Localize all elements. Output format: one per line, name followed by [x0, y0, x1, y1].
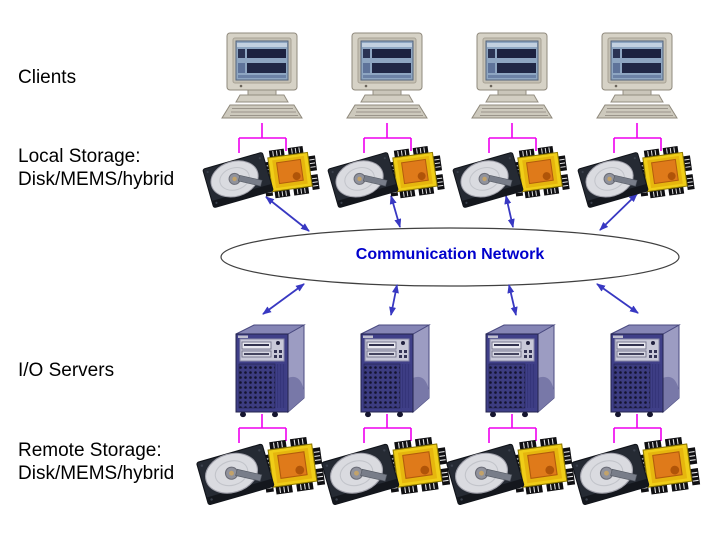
io-servers-label: I/O Servers	[18, 360, 115, 381]
connector-line	[613, 414, 662, 443]
clients-row	[221, 32, 678, 119]
remote-storage-label: Remote Storage: Disk/MEMS/hybrid	[18, 439, 174, 485]
network-link-arrow	[599, 193, 638, 231]
client-computer-icon	[346, 32, 428, 119]
remote-storage-connectors	[238, 414, 662, 443]
clients-label: Clients	[18, 67, 77, 88]
remote-storage-pair-icon	[196, 435, 325, 505]
client-network-arrows	[265, 193, 638, 232]
remote-storage-label-line1: Remote Storage:	[18, 440, 162, 461]
local-storage-pair-icon	[578, 144, 695, 207]
network-link-arrow	[389, 195, 402, 228]
local-storage-pair-icon	[203, 144, 320, 207]
local-storage-pair-icon	[328, 144, 445, 207]
client-computer-icon	[596, 32, 678, 119]
connector-line	[363, 123, 412, 153]
io-server-icon	[485, 324, 555, 418]
local-storage-label-line1: Local Storage:	[18, 146, 141, 167]
communication-network-label: Communication Network	[355, 246, 545, 263]
network-link-arrow	[596, 283, 639, 314]
remote-storage-pair-icon	[446, 435, 575, 505]
remote-storage-pair-icon	[321, 435, 450, 505]
connector-line	[488, 414, 537, 443]
connector-line	[613, 123, 662, 153]
remote-storage-row	[196, 435, 700, 505]
local-storage-label-line2: Disk/MEMS/hybrid	[18, 169, 175, 190]
network-link-arrow	[262, 283, 305, 315]
remote-storage-label-line2: Disk/MEMS/hybrid	[18, 463, 175, 484]
remote-storage-pair-icon	[571, 435, 700, 505]
io-server-icon	[235, 324, 305, 418]
network-ellipse	[220, 227, 680, 287]
io-server-icon	[360, 324, 430, 418]
client-computer-icon	[221, 32, 303, 119]
local-storage-label: Local Storage: Disk/MEMS/hybrid	[18, 145, 174, 191]
connector-line	[238, 414, 287, 443]
network-link-arrow	[507, 284, 518, 316]
network-link-arrow	[265, 196, 310, 232]
network-link-arrow	[389, 284, 399, 316]
local-storage-pair-icon	[453, 144, 570, 207]
io-servers-row	[235, 324, 680, 418]
local-storage-row	[203, 144, 695, 207]
local-storage-connectors	[238, 123, 662, 153]
server-network-arrows	[262, 283, 639, 316]
connector-line	[488, 123, 537, 153]
io-server-icon	[610, 324, 680, 418]
network-link-arrow	[504, 195, 515, 228]
connector-line	[363, 414, 412, 443]
connector-line	[238, 123, 287, 153]
client-computer-icon	[471, 32, 553, 119]
